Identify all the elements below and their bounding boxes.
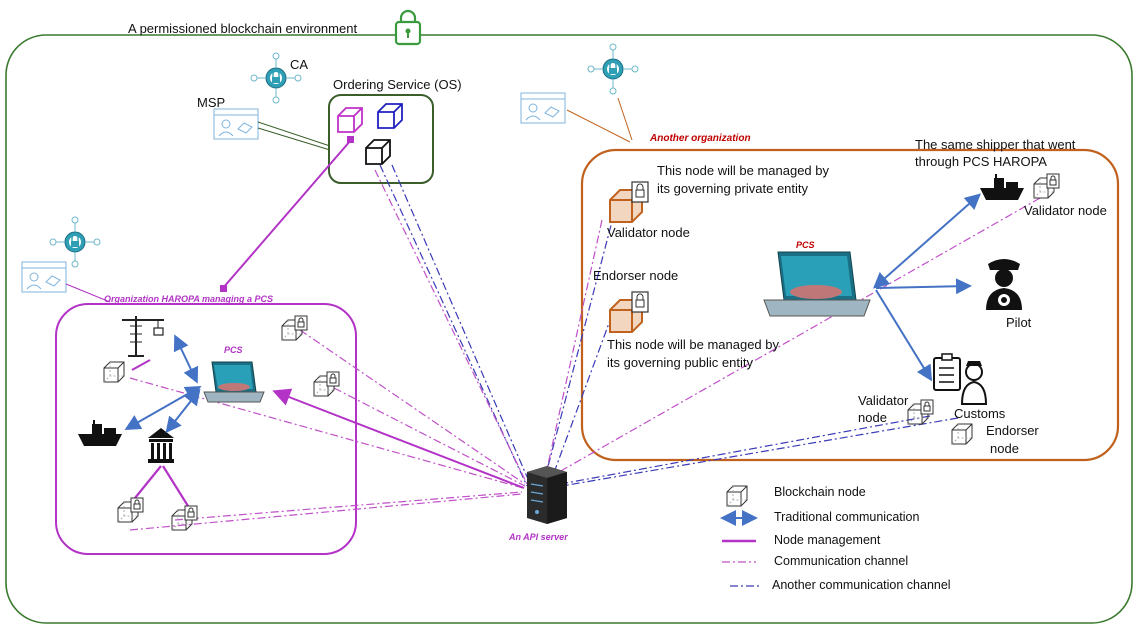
os-node-black-icon [365,139,391,165]
node-management-arrow [272,388,525,489]
api-server-label: An API server [509,532,568,542]
legend-comm-channel-label: Communication channel [774,554,909,568]
legend-blockchain-node-icon [726,485,748,507]
other-org-box [580,148,1120,462]
private-note-line1: This node will be managed by [657,163,829,178]
ship-icon-other-org [980,174,1024,200]
validator-bottom-line2: node [858,410,887,425]
os-node-purple-icon [337,107,363,133]
msp-label: MSP [197,95,226,110]
blockchain-node-icon [951,423,973,445]
other-org-label: Another organization [650,133,751,144]
government-building-icon [148,428,174,463]
public-note-line1: This node will be managed by [607,337,779,352]
legend-traditional-label: Traditional communication [774,510,920,524]
diagram-title: A permissioned blockchain environment [128,21,358,36]
endorser-bottom-line1: Endorser [986,423,1039,438]
msp-icon-other-org [520,92,566,124]
shipper-note-line1: The same shipper that went [915,137,1076,152]
msp-icon-haropa [21,261,67,293]
comm-channel-lines [129,169,1041,531]
endorser-bottom-line2: node [990,441,1019,456]
shipper-note-line2: through PCS HAROPA [915,154,1047,169]
environment-border [5,34,1133,624]
other-pcs-label: PCS [796,240,815,250]
blockchain-node-icon [103,361,125,383]
public-note-line2: its governing public entity [607,355,753,370]
blockchain-node-icon [1034,174,1059,198]
ordering-service-box [328,94,434,184]
customs-label: Customs [954,406,1006,421]
node-management-line [222,139,352,289]
ca-icon-haropa [49,216,101,268]
legend-another-channel-label: Another communication channel [772,578,951,592]
blockchain-node-icon [118,498,143,522]
validator-node-left-label: Validator node [607,225,690,240]
customs-icon [933,353,988,405]
msp-icon [213,108,259,140]
ca-icon-other-org [587,43,639,95]
pilot-icon [986,259,1022,310]
pcs-laptop-icon [203,361,265,403]
api-server-icon [527,466,567,524]
pcs-laptop-icon-other-org [763,251,871,317]
haropa-org-label: Organization HAROPA managing a PCS [104,294,274,304]
ship-icon [78,420,122,446]
legend [720,485,762,587]
validator-node-orange-icon [609,181,649,223]
blockchain-node-icon [314,372,339,396]
validator-node-right-label: Validator node [1024,203,1107,218]
lock-icon [394,9,422,46]
haropa-org-box [55,303,357,555]
crane-icon [122,316,164,357]
ordering-service-label: Ordering Service (OS) [333,77,462,92]
validator-bottom-line1: Validator [858,393,909,408]
blockchain-node-icon [172,506,197,530]
ca-label: CA [290,57,309,72]
blockchain-node-icon [908,400,933,424]
private-note-line2: its governing private entity [657,181,809,196]
pilot-label: Pilot [1006,315,1032,330]
os-node-blue-icon [377,103,403,129]
legend-blockchain-node-label: Blockchain node [774,485,866,499]
endorser-node-left-label: Endorser node [593,268,679,283]
haropa-pcs-label: PCS [224,345,243,355]
endorser-node-orange-icon [609,291,649,333]
legend-node-management-label: Node management [774,533,881,547]
another-channel-lines [379,164,959,488]
blockchain-node-icon [282,316,307,340]
